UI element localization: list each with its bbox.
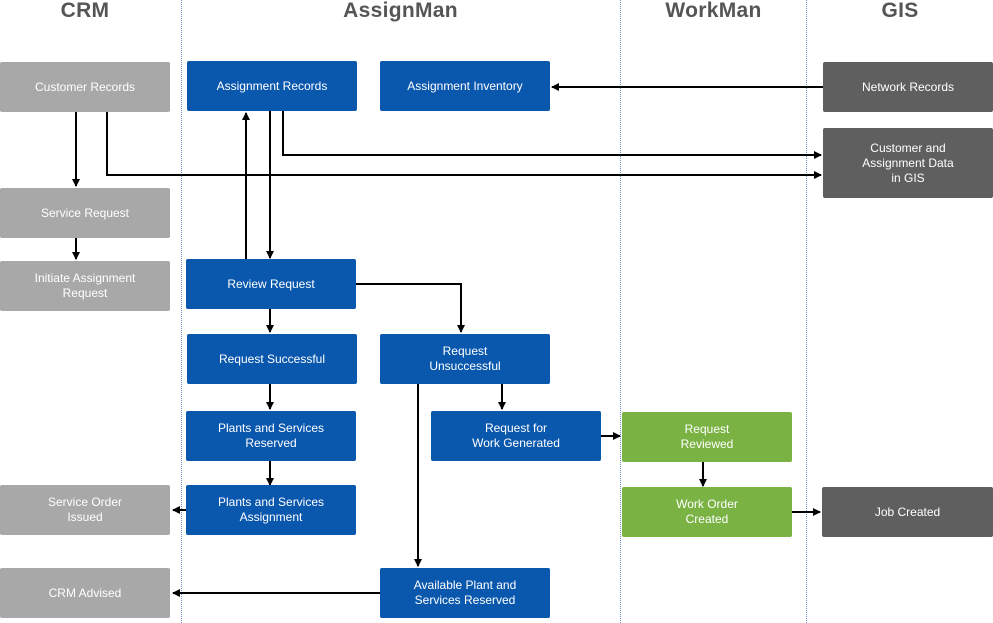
- lane-divider: [181, 0, 182, 623]
- node-available-plant-reserved: Available Plant and Services Reserved: [380, 568, 550, 618]
- node-job-created: Job Created: [822, 487, 993, 537]
- lane-title-crm: CRM: [60, 0, 110, 22]
- arrow-assignment-records-to-gis: [282, 111, 822, 159]
- node-customer-assignment-gis: Customer and Assignment Data in GIS: [823, 128, 993, 198]
- node-request-unsuccessful: Request Unsuccessful: [380, 334, 550, 384]
- node-crm-advised: CRM Advised: [0, 568, 170, 618]
- node-request-successful: Request Successful: [187, 334, 357, 384]
- lane-title-assignman: AssignMan: [343, 0, 458, 22]
- lane-title-workman: WorkMan: [665, 0, 762, 22]
- node-request-for-work-generated: Request for Work Generated: [431, 411, 601, 461]
- node-initiate-assignment-request: Initiate Assignment Request: [0, 261, 170, 311]
- node-assignment-records: Assignment Records: [187, 61, 357, 111]
- lane-divider: [620, 0, 621, 623]
- arrow-customer-to-gis: [106, 112, 822, 179]
- lane-title-gis: GIS: [881, 0, 919, 22]
- lane-divider: [806, 0, 807, 623]
- node-plants-services-reserved: Plants and Services Reserved: [186, 411, 356, 461]
- node-work-order-created: Work Order Created: [622, 487, 792, 537]
- node-plants-services-assignment: Plants and Services Assignment: [186, 485, 356, 535]
- node-assignment-inventory: Assignment Inventory: [380, 61, 550, 111]
- node-service-order-issued: Service Order Issued: [0, 485, 170, 535]
- node-network-records: Network Records: [823, 62, 993, 112]
- node-customer-records: Customer Records: [0, 62, 170, 112]
- node-request-reviewed: Request Reviewed: [622, 412, 792, 462]
- node-review-request: Review Request: [186, 259, 356, 309]
- arrow-review-to-unsuccessful: [356, 283, 465, 333]
- node-service-request: Service Request: [0, 188, 170, 238]
